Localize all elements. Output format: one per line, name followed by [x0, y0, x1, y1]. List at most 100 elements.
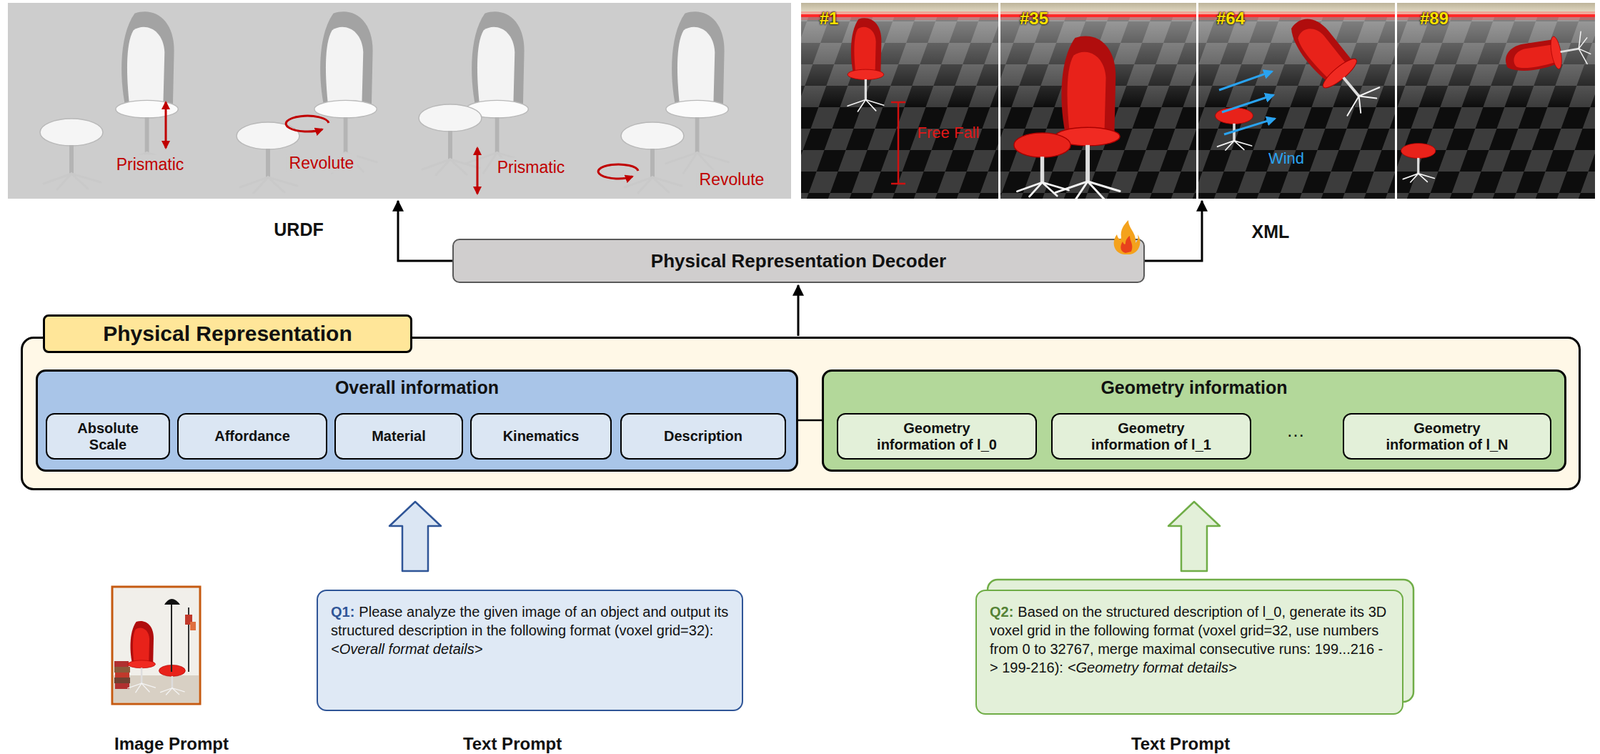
box-label: Q1: [330, 603, 355, 620]
box-label: Material [371, 428, 426, 445]
joint-label: Revolute [696, 170, 768, 190]
group-box: Geometry information of l_0 Geometry info… [821, 369, 1567, 472]
illustration-part [598, 164, 639, 179]
illustration-part [620, 122, 684, 193]
block-arrow [1168, 501, 1220, 571]
ellipsis-mark: … [1286, 419, 1305, 442]
group-link-line [798, 415, 822, 426]
frame-number: #64 [1216, 8, 1245, 29]
geometry-box: Geometry information of l_0 [836, 413, 1037, 460]
panel-caption: Text Prompt [463, 733, 562, 754]
simulation-panel: XML#1Free Fall#35#64Wind#89 [801, 2, 1595, 199]
geometry-box: Geometry information of l_N [1342, 413, 1552, 460]
illustration-part [7, 2, 792, 199]
box-label: Overall information [37, 371, 797, 399]
illustration-part [1215, 107, 1254, 151]
group-box: Absolute Scale Affordance Material Kinemati… [35, 369, 799, 472]
illustration-part [1401, 143, 1436, 183]
illustration-part [801, 15, 999, 199]
illustration-part [1055, 35, 1120, 199]
frame-number: #35 [1019, 8, 1049, 29]
attribute-box: Material [334, 413, 464, 460]
block-arrow [389, 501, 441, 571]
box-label: Geometry information [823, 371, 1565, 399]
illustration-part [1014, 132, 1071, 197]
representation-container: Absolute Scale Affordance Material Kinemati… [20, 336, 1581, 491]
illustration-part [1397, 2, 1595, 199]
attribute-box: Absolute Scale [45, 413, 171, 460]
illustration-part [115, 11, 178, 173]
joint-label: Prismatic [113, 155, 188, 175]
box-text: Please analyze the given image of an obj… [330, 603, 729, 639]
attribute-box: Affordance [177, 413, 328, 460]
illustration-part [891, 101, 906, 104]
box-label: Geometry information of l_N [1375, 420, 1519, 454]
illustration-part [465, 11, 529, 173]
prompt-box: Q1:Please analyze the given image of an … [316, 589, 744, 712]
joint-label: Revolute [286, 153, 358, 173]
illustration-part [891, 182, 906, 186]
illustration-part [1397, 15, 1595, 199]
simulation-illustration [801, 2, 1595, 203]
illustration-part [285, 115, 329, 132]
flow-arrow [797, 285, 800, 336]
illustration-part [476, 147, 479, 194]
force-label: Free Fall [917, 123, 980, 143]
illustration-part [1219, 71, 1272, 91]
illustration-part [114, 661, 129, 667]
image-prompt-photo [112, 586, 201, 704]
illustration-part [190, 621, 196, 631]
illustration-part [1198, 2, 1395, 199]
illustration-part [1280, 8, 1385, 121]
illustration-part [112, 586, 201, 704]
box-label: Description [663, 428, 743, 445]
illustration-part [1397, 15, 1595, 199]
frame-number: #89 [1419, 8, 1449, 29]
illustration-part [1502, 30, 1593, 78]
illustration-part [847, 17, 884, 112]
illustration-part [1224, 118, 1275, 135]
box-text: <Overall format details> [330, 639, 729, 659]
flow-arrow [1144, 200, 1202, 261]
box-text: <Geometry format details> [1067, 659, 1237, 676]
joint-label: Prismatic [494, 157, 569, 178]
fire-icon [1109, 218, 1139, 256]
box-label: Absolute Scale [65, 420, 151, 454]
illustration-part [666, 11, 729, 173]
geometry-box: Geometry information of l_1 [1051, 413, 1252, 460]
panel-caption: Image Prompt [114, 733, 229, 754]
box-label: Geometry information of l_0 [865, 420, 1009, 454]
flow-arrow [398, 200, 453, 261]
illustration-part [115, 683, 130, 689]
illustration-part [114, 677, 131, 684]
illustration-part [1120, 235, 1132, 253]
panel-caption: Text Prompt [1131, 733, 1230, 754]
format-label: XML [1251, 221, 1290, 243]
box-label: Affordance [214, 428, 291, 445]
illustration-part [115, 672, 130, 678]
illustration-part [418, 104, 482, 176]
attribute-box: Description [620, 413, 787, 460]
box-label: Geometry information of l_1 [1079, 420, 1223, 454]
illustration-part [801, 2, 999, 199]
format-label: URDF [273, 219, 324, 241]
illustration-part [113, 675, 199, 703]
prompt-box: Q2:Based on the structured description o… [975, 589, 1404, 715]
box-label: Physical Representation Decoder [651, 250, 947, 273]
illustration-part [170, 601, 173, 672]
box-label: Q2: [989, 603, 1014, 620]
illustration-part [112, 586, 201, 704]
urdf-illustration [7, 2, 792, 199]
illustration-part [798, 419, 822, 422]
illustration-part [1000, 2, 1197, 199]
box-label: Kinematics [503, 428, 580, 445]
illustration-part [314, 11, 377, 173]
illustration-part [127, 620, 156, 693]
force-label: Wind [1268, 149, 1305, 168]
illustration-part [40, 118, 103, 190]
attribute-box: Kinematics [470, 413, 612, 460]
illustration-part [164, 598, 181, 605]
urdf-panel: URDFPrismaticRevolutePrismaticRevolute [7, 2, 792, 199]
decoder-box: Physical Representation Decoder [452, 238, 1145, 283]
